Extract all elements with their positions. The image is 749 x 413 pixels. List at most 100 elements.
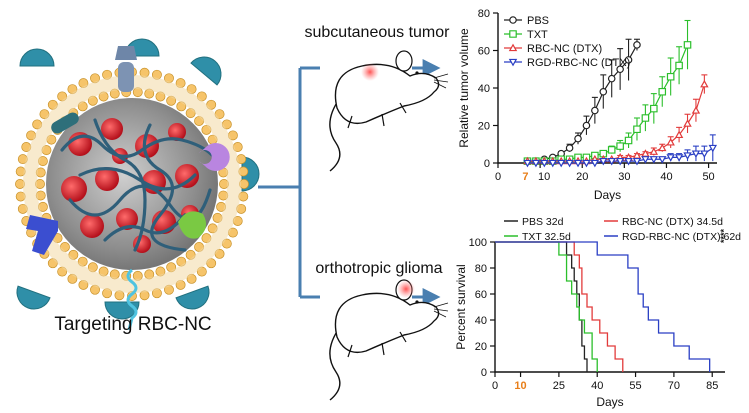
x-axis-label: Days: [596, 395, 623, 409]
data-point: [683, 119, 692, 127]
polymer-chain: [60, 134, 214, 158]
legend-label: RBC-NC (DTX) 34.5d: [622, 216, 723, 228]
data-point: [624, 157, 633, 166]
x-tick-highlight: 10: [514, 380, 526, 392]
y-tick-label: 40: [475, 315, 487, 327]
mouse-whiskers: [433, 302, 449, 318]
data-point: [599, 149, 608, 158]
data-point: [556, 159, 566, 168]
mouse-icon: [329, 50, 449, 172]
x-tick-label: 85: [706, 380, 718, 392]
data-point: [666, 154, 675, 162]
y-tick-label: 0: [484, 158, 490, 170]
receptor-icon: [178, 211, 207, 239]
legend-label: RGD-RBC-NC (DTX) 62d: [622, 231, 741, 243]
x-tick-label: 20: [576, 171, 588, 183]
data-point: [573, 159, 583, 168]
legend-label: TXT: [527, 29, 548, 41]
drug-sphere: [175, 164, 199, 188]
nanoparticle-icon: [15, 38, 260, 331]
y-tick-label: 80: [475, 263, 487, 275]
data-point: [591, 106, 599, 115]
drug-sphere: [133, 235, 151, 253]
transmembrane-helix: [126, 268, 138, 331]
data-point: [607, 157, 616, 166]
data-point: [683, 152, 692, 160]
data-point: [641, 156, 650, 164]
x-tick-label: 30: [618, 171, 630, 183]
receptor-icon: [175, 285, 210, 310]
x-tick-label: 55: [629, 380, 641, 392]
nanoparticle-caption: Targeting RBC-NC: [54, 314, 211, 335]
legend-marker: [509, 16, 517, 24]
mouse-ear: [395, 50, 413, 72]
branch-connector: [258, 66, 320, 299]
data-point: [531, 159, 541, 168]
data-point: [683, 41, 692, 49]
receptor-icon: [26, 215, 58, 255]
data-point: [691, 150, 701, 159]
data-point: [607, 74, 616, 83]
x-tick-label: 50: [702, 171, 714, 183]
membrane-protein: [51, 112, 79, 134]
legend-label: RBC-NC (DTX): [527, 43, 602, 55]
data-point: [666, 137, 675, 146]
mouse-eye: [415, 71, 419, 75]
legend-label: PBS 32d: [522, 216, 564, 228]
x-tick-label: 40: [660, 171, 672, 183]
data-point: [523, 159, 532, 168]
data-point: [700, 150, 709, 159]
data-point: [632, 157, 642, 166]
data-point: [658, 143, 667, 152]
legend-marker: [509, 30, 517, 38]
mouse-eye: [415, 300, 419, 304]
data-point: [607, 146, 616, 154]
data-point: [674, 154, 684, 162]
polymer-chain: [103, 213, 187, 242]
y-axis-label: Percent survival: [454, 264, 468, 349]
data-point: [708, 144, 718, 153]
axis-lines: [494, 242, 725, 373]
membrane-protein: [118, 62, 134, 92]
data-point: [691, 106, 701, 114]
x-tick-label: 70: [668, 380, 680, 392]
y-tick-label: 20: [478, 121, 490, 133]
legend-marker: [508, 43, 518, 52]
y-tick-label: 0: [481, 367, 487, 379]
mouse-tail: [329, 97, 341, 172]
data-point: [666, 72, 675, 81]
y-tick-label: 100: [469, 237, 487, 249]
data-point: [590, 159, 600, 168]
y-tick-label: 80: [478, 8, 490, 20]
data-point: [649, 147, 659, 155]
receptor-icon: [199, 143, 230, 172]
branch-label-subcutaneous: subcutaneous tumor: [305, 24, 451, 41]
data-point: [633, 41, 641, 49]
mouse-icon: [329, 279, 449, 401]
drug-sphere: [116, 208, 138, 230]
y-tick-label: 60: [478, 46, 490, 58]
membrane-protein: [115, 46, 137, 60]
mouse-legs: [347, 331, 407, 358]
receptor-icon: [16, 285, 51, 310]
x-tick-label: 10: [538, 171, 550, 183]
mouse-body: [334, 292, 440, 354]
data-point: [582, 121, 591, 130]
data-point: [548, 159, 557, 168]
data-point: [658, 87, 667, 96]
x-tick-label: 40: [591, 380, 603, 392]
data-point: [582, 159, 591, 168]
survival-curve: [495, 241, 598, 372]
legend-label: RGD-RBC-NC (DTX): [527, 57, 630, 69]
y-tick-label: 60: [475, 289, 487, 301]
tumor-spot-icon: [361, 63, 379, 81]
data-point: [633, 125, 641, 134]
data-point: [650, 104, 658, 113]
data-point: [641, 114, 650, 122]
data-point: [599, 87, 608, 96]
data-point: [624, 136, 633, 145]
data-point: [540, 159, 549, 168]
data-point: [615, 157, 625, 166]
